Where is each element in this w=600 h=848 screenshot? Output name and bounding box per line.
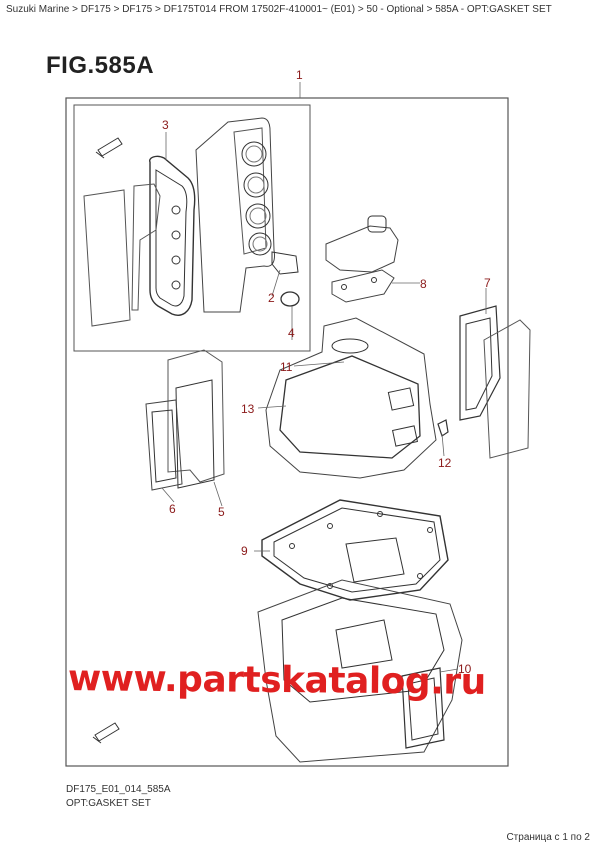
breadcrumb-item-current[interactable]: 585A - OPT:GASKET SET: [435, 4, 552, 15]
fwd-arrow-icon-bottom: [92, 722, 120, 744]
callout-4[interactable]: 4: [288, 326, 295, 340]
exhaust-cover-gasket-part-7: [459, 305, 531, 459]
breadcrumb-item-serial[interactable]: DF175T014 FROM 17502F-410001~ (E01): [163, 4, 356, 15]
clip-part-12: [437, 419, 449, 437]
gasket-part-10: [401, 667, 445, 749]
callout-6[interactable]: 6: [169, 502, 176, 516]
breadcrumb-separator: >: [154, 4, 161, 15]
cover-gasket-part-13: [265, 317, 437, 479]
breadcrumb-item-df175-model[interactable]: DF175: [122, 4, 153, 15]
figure-description: OPT:GASKET SET: [66, 798, 151, 809]
breadcrumb-item-df175[interactable]: DF175: [80, 4, 111, 15]
fwd-arrow-icon: [95, 137, 123, 159]
breadcrumb-item-optional[interactable]: 50 - Optional: [366, 4, 424, 15]
breadcrumb-separator: >: [113, 4, 120, 15]
intake-gasket-part-6: [145, 399, 183, 491]
gasket-sheet-left: [83, 183, 161, 327]
breadcrumb-separator: >: [357, 4, 364, 15]
base-gasket-part-9: [261, 499, 449, 601]
figure-code: DF175_E01_014_585A: [66, 784, 171, 795]
callout-12[interactable]: 12: [438, 456, 452, 470]
callout-3[interactable]: 3: [162, 118, 169, 132]
callout-7[interactable]: 7: [484, 276, 491, 290]
callout-11[interactable]: 11: [280, 360, 293, 374]
valve-cover-gasket-part-3: [149, 155, 196, 316]
subassembly-frame: [73, 104, 311, 352]
callout-8[interactable]: 8: [420, 277, 427, 291]
head-gasket-part-2: [195, 117, 299, 313]
intake-gasket-part-5: [167, 349, 225, 489]
figure-title: FIG.585A: [46, 52, 155, 79]
o-ring-part-4: [280, 291, 300, 307]
breadcrumb-separator: >: [426, 4, 433, 15]
diagram-frame: [65, 97, 509, 767]
breadcrumb: Suzuki Marine > DF175 > DF175 > DF175T01…: [6, 4, 552, 15]
callout-10[interactable]: 10: [458, 662, 472, 676]
breadcrumb-item-suzuki-marine[interactable]: Suzuki Marine: [6, 4, 70, 15]
callout-2[interactable]: 2: [268, 291, 275, 305]
watermark: www.partskatalog.ru: [67, 658, 486, 703]
thermostat-housing-part-8: [325, 215, 399, 303]
callout-5[interactable]: 5: [218, 505, 225, 519]
leader-lines: [161, 82, 487, 673]
page-indicator: Страница с 1 по 2: [506, 832, 590, 843]
callout-9[interactable]: 9: [241, 544, 248, 558]
callout-1[interactable]: 1: [296, 68, 303, 82]
callout-13[interactable]: 13: [241, 402, 255, 416]
breadcrumb-separator: >: [72, 4, 78, 15]
